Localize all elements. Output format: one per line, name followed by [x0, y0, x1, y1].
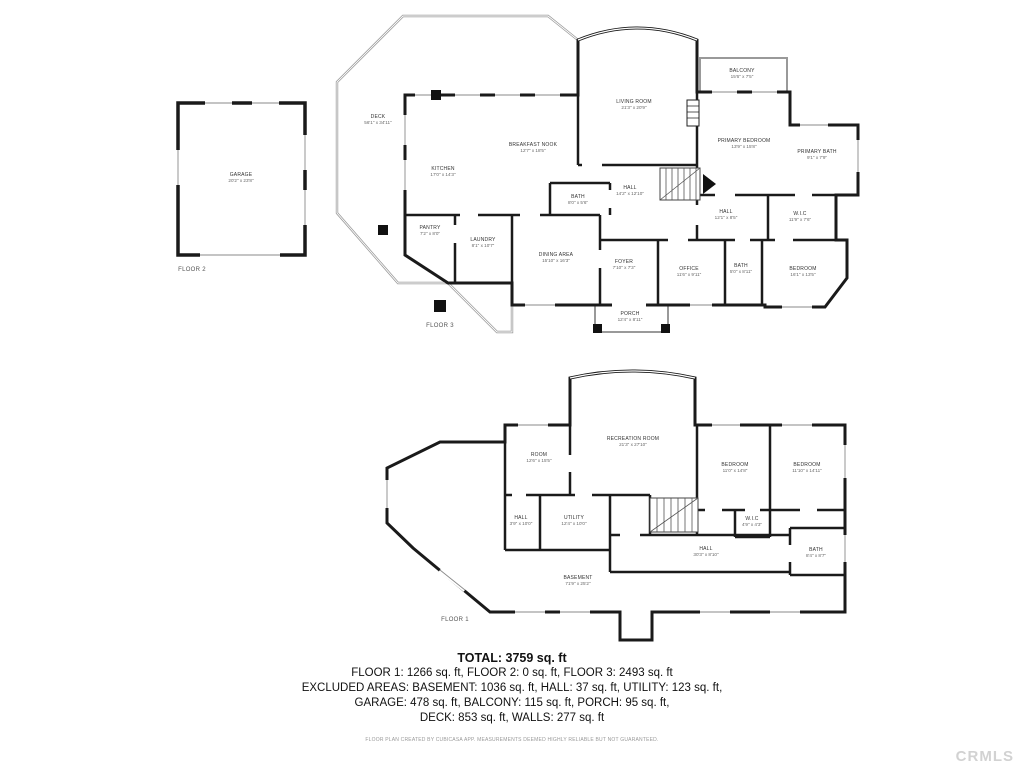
disclaimer-text: FLOOR PLAN CREATED BY CUBICASA APP. MEAS… — [365, 737, 659, 743]
fireplace-icon — [686, 99, 700, 127]
lower-floor-walls — [385, 369, 847, 642]
deck-outline — [335, 14, 579, 334]
balcony-outline — [699, 57, 788, 93]
deck-posts — [378, 90, 670, 333]
door-openings — [452, 162, 817, 562]
upper-floor-walls — [403, 26, 860, 309]
windows — [175, 27, 861, 615]
excluded-areas-text-1: EXCLUDED AREAS: BASEMENT: 1036 sq. ft, H… — [301, 682, 723, 694]
excluded-areas-text-2: GARAGE: 478 sq. ft, BALCONY: 115 sq. ft,… — [354, 697, 670, 709]
total-area-text: TOTAL: 3759 sq. ft — [457, 651, 567, 665]
excluded-areas-text-3: DECK: 853 sq. ft, WALLS: 277 sq. ft — [419, 712, 605, 724]
stairs-upper-icon — [659, 167, 716, 201]
stairs-lower-icon — [649, 497, 699, 533]
area-summary: TOTAL: 3759 sq. ft FLOOR 1: 1266 sq. ft,… — [0, 651, 1024, 743]
floor-areas-text: FLOOR 1: 1266 sq. ft, FLOOR 2: 0 sq. ft,… — [351, 667, 673, 679]
garage-outline — [176, 101, 307, 257]
crmls-watermark: CRMLS — [955, 748, 1014, 765]
